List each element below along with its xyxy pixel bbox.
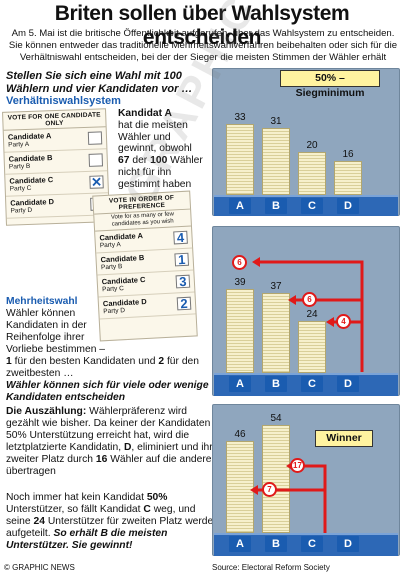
counting-body-3: Wähler auf die anderen übertragen bbox=[6, 454, 218, 477]
counting-text: Die Auszählung: Wählerpräferenz wird gez… bbox=[6, 406, 218, 478]
candidate-a-body-2: Wähler nicht für ihn gestimmt haben bbox=[118, 155, 203, 190]
ballot-checkbox[interactable] bbox=[87, 131, 103, 145]
counting-body-2: , eliminiert und ihr zweiter Platz durch bbox=[6, 442, 213, 465]
number-67: 67 bbox=[118, 155, 130, 167]
page-title: Briten sollen über Wahlsystem entscheide… bbox=[54, 2, 350, 49]
candidate-letter-eliminated: D bbox=[337, 376, 359, 392]
candidate-letter: D bbox=[337, 198, 359, 214]
ballot-checkbox[interactable] bbox=[88, 153, 104, 167]
final-text: Noch immer hat kein Kandidat 50% Unterst… bbox=[6, 492, 220, 552]
candidate-letter-eliminated: C bbox=[301, 536, 323, 552]
intro-text: Am 5. Mai ist die britische Öffentlichke… bbox=[8, 28, 398, 63]
transfer-count-badge: 17 bbox=[290, 458, 305, 473]
footer-source: Source: Electoral Reform Society bbox=[212, 563, 330, 572]
bar-value-label: 54 bbox=[270, 413, 282, 424]
footer-credit: © GRAPHIC NEWS bbox=[4, 563, 75, 572]
ballot-checkbox[interactable]: 2 bbox=[176, 296, 192, 311]
bar-stack bbox=[226, 289, 254, 373]
counting-body: Wählerpräferenz wird gezählt wie bisher.… bbox=[6, 406, 211, 453]
number-16: 16 bbox=[95, 454, 108, 465]
party-name: Party B bbox=[100, 263, 123, 272]
text-der: der bbox=[132, 155, 148, 167]
number-24: 24 bbox=[33, 516, 45, 527]
number-2: 2 bbox=[158, 356, 165, 367]
transfer-count-badge: 7 bbox=[262, 482, 277, 497]
candidate-letter: A bbox=[229, 198, 251, 214]
letter-d: D bbox=[123, 442, 132, 453]
party-name: Party C bbox=[9, 184, 32, 193]
main-heading: Stellen Sie sich eine Wahl mit 100 Wähle… bbox=[6, 70, 193, 95]
final-p2: Unterstützer, so fällt Kandidat bbox=[6, 504, 141, 515]
candidate-letter: A bbox=[229, 536, 251, 552]
candidate-letter: A bbox=[229, 376, 251, 392]
final-p4: Unterstützer für zweiten Platz werden au… bbox=[6, 516, 219, 539]
majority-text-continued: 1 für den besten Kandidaten und 2 für de… bbox=[6, 356, 216, 404]
counting-heading: Die Auszählung: bbox=[6, 406, 87, 417]
final-p1: Noch immer hat kein Kandidat bbox=[6, 492, 144, 503]
bar-value-label: 39 bbox=[234, 277, 246, 289]
bar-stack bbox=[262, 293, 290, 373]
candidate-letter: B bbox=[265, 536, 287, 552]
party-name: Party C bbox=[102, 285, 125, 294]
party-name: Party D bbox=[10, 206, 33, 215]
number-1: 1 bbox=[6, 356, 12, 367]
candidate-letter: C bbox=[301, 376, 323, 392]
candidate-a-heading: Kandidat A bbox=[118, 108, 172, 119]
bar-value-label: 33 bbox=[234, 112, 246, 124]
bar-stack bbox=[298, 152, 326, 195]
bar-stack bbox=[226, 124, 254, 195]
bar-value-label: 16 bbox=[342, 148, 354, 160]
ballot-checkbox[interactable]: 1 bbox=[174, 252, 190, 267]
majority-line3: für den zweitbesten … bbox=[6, 356, 199, 379]
percent-50: 50% bbox=[146, 492, 168, 503]
number-100: 100 bbox=[150, 155, 168, 167]
candidate-letter: B bbox=[265, 376, 287, 392]
badge-winner: Winner bbox=[315, 430, 373, 447]
majority-heading: Mehrheitswahl bbox=[6, 296, 78, 307]
majority-text: Mehrheitswahl Wähler können Kandidaten i… bbox=[6, 296, 112, 356]
majority-line1: Wähler können Kandidaten in der Reihenfo… bbox=[6, 308, 106, 355]
bar-stack bbox=[262, 425, 290, 533]
final-p3: weg, und seine bbox=[6, 504, 196, 527]
bar-stack bbox=[298, 321, 326, 373]
party-name: Party B bbox=[8, 162, 31, 171]
transfer-count-badge: 4 bbox=[336, 314, 351, 329]
bar-value-label: 46 bbox=[234, 429, 246, 440]
candidate-letter: B bbox=[265, 198, 287, 214]
bar-stack bbox=[262, 128, 290, 195]
final-emphasis: So erhält B die meisten Unterstützer. Si… bbox=[6, 528, 168, 551]
majority-line2: für den besten Kandidaten und bbox=[14, 356, 156, 367]
transfer-count-badge: 6 bbox=[232, 255, 247, 270]
bar-value-label: 31 bbox=[270, 116, 282, 128]
transfer-count-badge: 6 bbox=[302, 292, 317, 307]
candidate-name: Candidate A bbox=[7, 131, 52, 142]
majority-emphasis: Wähler können sich für viele oder wenige… bbox=[6, 380, 209, 403]
badge-50-percent: 50% – Siegminimum bbox=[280, 70, 380, 99]
subheading-proportional: Verhältniswahlsystem bbox=[6, 95, 121, 107]
candidate-a-body: hat die meisten Wähler und gewinnt, obwo… bbox=[118, 119, 192, 155]
bar-value-label: 37 bbox=[270, 281, 282, 293]
ballot-checkbox[interactable]: ✕ bbox=[89, 173, 104, 190]
candidate-a-text: Kandidat A hat die meisten Wähler und ge… bbox=[118, 108, 204, 191]
letter-c: C bbox=[143, 504, 151, 515]
candidate-letter-eliminated: D bbox=[337, 536, 359, 552]
bar-value-label: 20 bbox=[306, 140, 318, 151]
candidate-name: Candidate B bbox=[8, 153, 53, 164]
ballot-checkbox[interactable]: 4 bbox=[173, 230, 188, 245]
bar-stack bbox=[334, 160, 362, 195]
party-name: Party A bbox=[99, 241, 122, 250]
bar-value-label: 24 bbox=[306, 309, 318, 321]
ballot-checkbox[interactable]: 3 bbox=[175, 274, 191, 289]
candidate-letter: C bbox=[301, 198, 323, 214]
bar-stack bbox=[226, 441, 254, 533]
party-name: Party A bbox=[8, 140, 30, 149]
